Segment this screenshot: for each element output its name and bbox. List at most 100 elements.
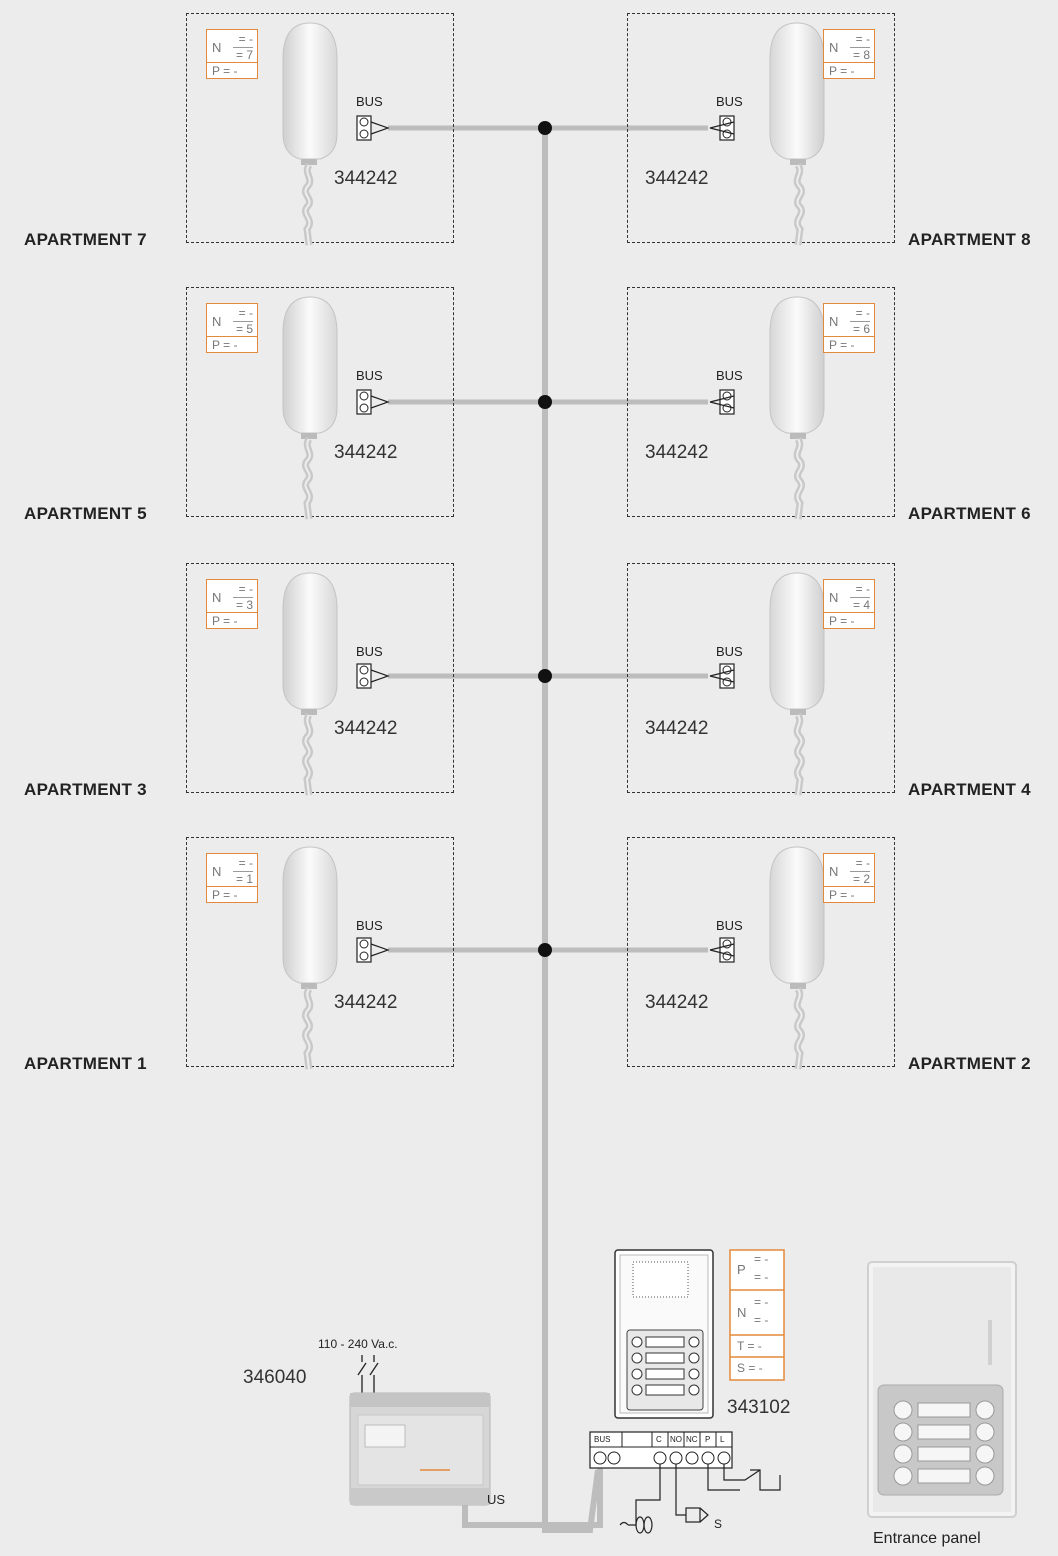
handset-code: 344242 (334, 992, 398, 1013)
config-box: N = - = 8 P = - (823, 29, 875, 79)
apartment-label: APARTMENT 4 (908, 780, 1031, 799)
config-n-bottom: = 8 (849, 47, 870, 62)
handset-code: 344242 (645, 442, 709, 463)
apartment-box (186, 837, 454, 1067)
handset-code: 344242 (645, 992, 709, 1013)
bus-label: BUS (356, 918, 383, 933)
apartment-box (627, 563, 895, 793)
tb-nc-label: NC (686, 1435, 698, 1444)
config-box: N = - = 4 P = - (823, 579, 875, 629)
config-n-letter: N (212, 314, 222, 329)
config-p: P = - (829, 614, 855, 628)
apartment-box (186, 13, 454, 243)
power-supply-terminal-label: US (487, 1492, 506, 1507)
bus-label: BUS (356, 644, 383, 659)
apartment-label: APARTMENT 8 (908, 230, 1031, 249)
power-supply-code: 346040 (243, 1367, 307, 1388)
config-n-top: = - (238, 582, 253, 596)
apartment-box (186, 563, 454, 793)
tb-l-label: L (720, 1435, 725, 1444)
apartment-label: APARTMENT 2 (908, 1054, 1031, 1073)
entrance-module-code: 343102 (727, 1397, 791, 1418)
entrance-cfg-n-bottom: = - (754, 1313, 769, 1327)
entrance-cfg-n-top: = - (754, 1295, 769, 1309)
config-p: P = - (212, 888, 238, 902)
bus-label: BUS (716, 644, 743, 659)
handset-344242 (762, 569, 832, 802)
config-n-top: = - (855, 306, 870, 320)
tb-bus-label: BUS (594, 1435, 611, 1444)
config-box: N = - = 6 P = - (823, 303, 875, 353)
mains-switch-icon (357, 1355, 379, 1393)
config-p: P = - (829, 338, 855, 352)
screw-terminals (359, 117, 732, 961)
lock-s-label: S (714, 1517, 723, 1531)
config-n-top: = - (238, 856, 253, 870)
entrance-panel-caption: Entrance panel (873, 1530, 981, 1547)
config-n-top: = - (238, 306, 253, 320)
config-p: P = - (829, 888, 855, 902)
config-n-bottom: = 3 (232, 597, 253, 612)
apartment-box (627, 287, 895, 517)
config-box: N = - = 7 P = - (206, 29, 258, 79)
entrance-cfg-n-letter: N (737, 1305, 747, 1320)
entrance-config-box (729, 1249, 785, 1381)
config-p: P = - (829, 64, 855, 78)
config-n-bottom: = 1 (232, 871, 253, 886)
tb-p-label: P (705, 1435, 711, 1444)
handset-344242 (275, 843, 345, 1076)
config-n-letter: N (829, 314, 839, 329)
config-box: N = - = 2 P = - (823, 853, 875, 903)
bus-label: BUS (356, 368, 383, 383)
entrance-cfg-p-top: = - (754, 1252, 769, 1266)
handset-344242 (275, 19, 345, 252)
handset-code: 344242 (334, 718, 398, 739)
handset-code: 344242 (334, 168, 398, 189)
config-n-top: = - (855, 582, 870, 596)
handset-code: 344242 (334, 442, 398, 463)
config-n-bottom: = 6 (849, 321, 870, 336)
bus-junctions (538, 121, 552, 957)
entrance-cfg-p-bottom: = - (754, 1270, 769, 1284)
power-supply-unit (349, 1392, 491, 1506)
handset-code: 344242 (645, 168, 709, 189)
bus-label: BUS (716, 918, 743, 933)
entrance-module-343102 (614, 1249, 714, 1419)
apartment-label: APARTMENT 1 (24, 1054, 147, 1073)
bus-label: BUS (716, 368, 743, 383)
handset-344242 (275, 569, 345, 802)
handset-344242 (275, 293, 345, 526)
apartment-label: APARTMENT 5 (24, 504, 147, 523)
config-n-bottom: = 2 (849, 871, 870, 886)
tb-no-label: NO (670, 1435, 682, 1444)
config-n-bottom: = 7 (232, 47, 253, 62)
config-p: P = - (212, 64, 238, 78)
entrance-cfg-p-letter: P (737, 1262, 746, 1277)
config-box: N = - = 5 P = - (206, 303, 258, 353)
handset-344242 (762, 843, 832, 1076)
tb-c-label: C (656, 1435, 662, 1444)
config-n-letter: N (829, 590, 839, 605)
entrance-cfg-s: S = - (737, 1361, 763, 1375)
apartment-label: APARTMENT 7 (24, 230, 147, 249)
config-n-letter: N (212, 864, 222, 879)
apartment-box (186, 287, 454, 517)
mains-voltage-label: 110 - 240 Va.c. (318, 1337, 398, 1351)
config-n-letter: N (212, 40, 222, 55)
config-box: N = - = 1 P = - (206, 853, 258, 903)
config-n-top: = - (238, 32, 253, 46)
config-p: P = - (212, 614, 238, 628)
handset-344242 (762, 19, 832, 252)
config-n-top: = - (855, 32, 870, 46)
config-n-bottom: = 4 (849, 597, 870, 612)
bus-label: BUS (716, 94, 743, 109)
apartment-label: APARTMENT 3 (24, 780, 147, 799)
config-n-letter: N (829, 40, 839, 55)
apartment-box (627, 837, 895, 1067)
handset-code: 344242 (645, 718, 709, 739)
apartment-label: APARTMENT 6 (908, 504, 1031, 523)
apartment-box (627, 13, 895, 243)
config-n-bottom: = 5 (232, 321, 253, 336)
accessory-wiring (619, 1464, 781, 1534)
handset-344242 (762, 293, 832, 526)
